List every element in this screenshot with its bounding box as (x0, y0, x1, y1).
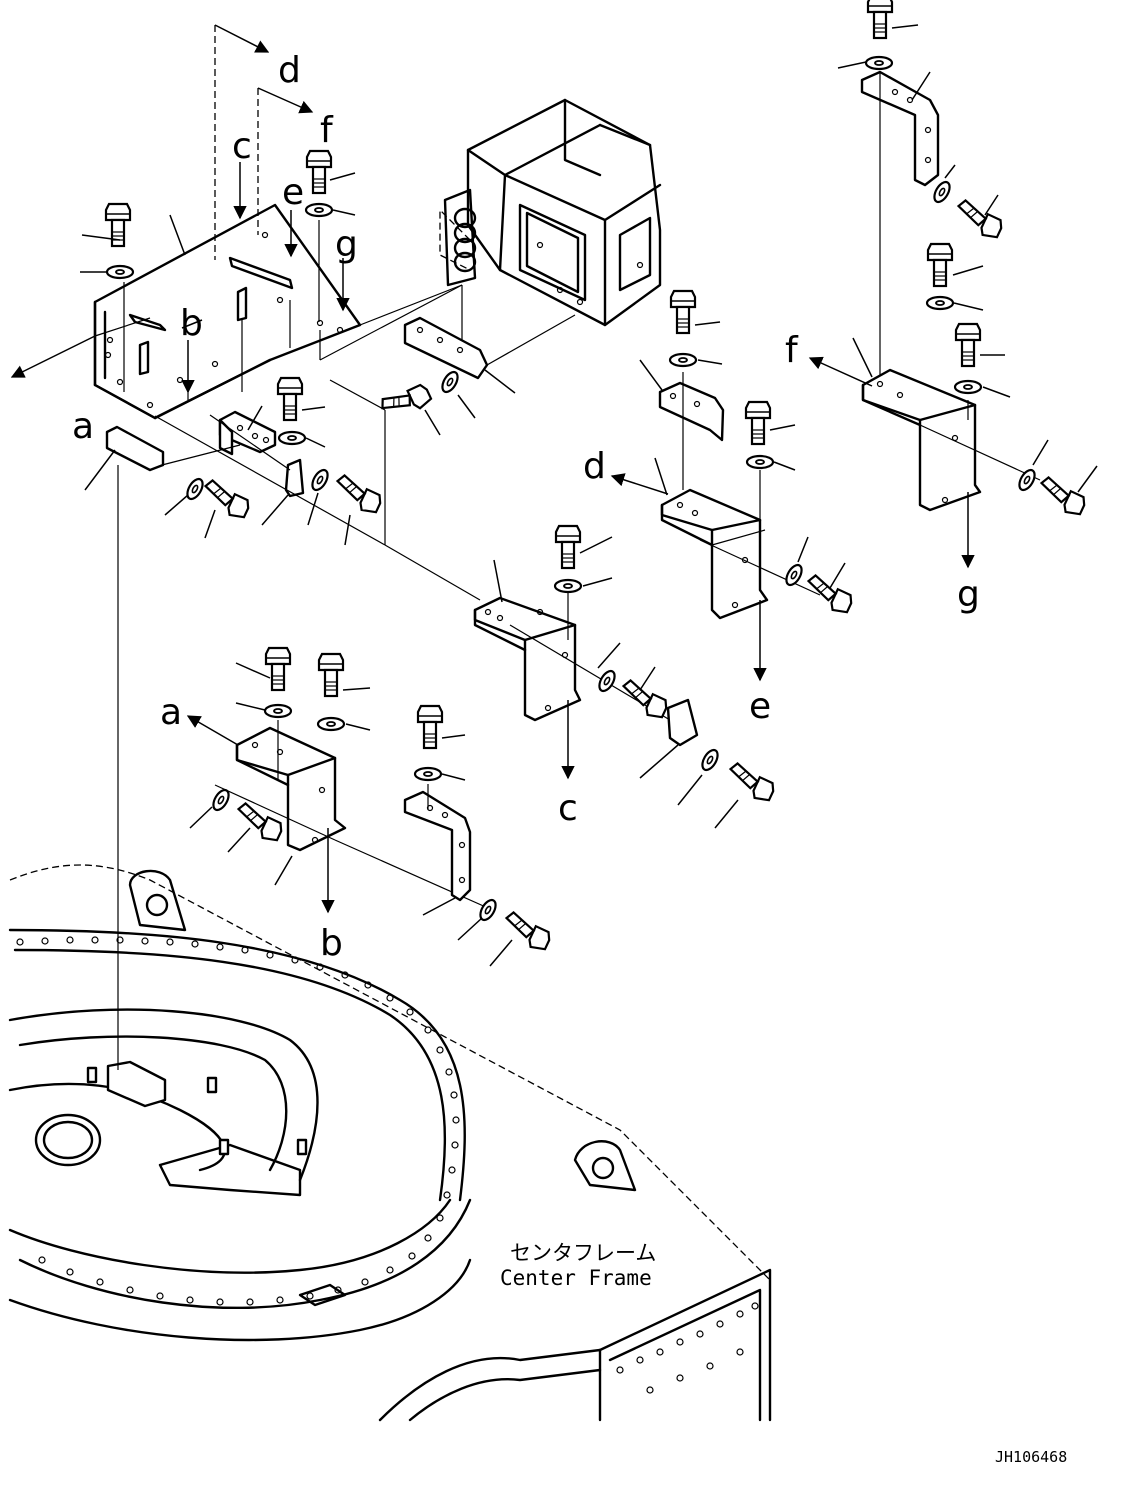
ref-letter-c-bottom: c (558, 788, 578, 829)
reference-letters: d f c e g b a a b c d e f g (72, 50, 980, 964)
bracket-c (473, 524, 779, 829)
center-frame-bolt-holes (16, 936, 759, 1394)
ref-letter-b-top: b (180, 303, 203, 344)
alignment-lines (117, 284, 481, 1070)
drawing-code: JH106468 (995, 1448, 1067, 1466)
center-frame-label-en: Center Frame (500, 1266, 652, 1290)
ref-letter-e-top: e (282, 172, 304, 213)
ref-letter-f-right: f (785, 330, 799, 371)
ref-letter-g-bottom: g (957, 574, 980, 615)
bracket-d-e (610, 289, 857, 682)
ref-letter-b-bottom: b (320, 923, 343, 964)
ref-letter-g-top: g (335, 224, 358, 265)
ref-letter-c-top: c (232, 126, 252, 167)
main-plate-fasteners (80, 149, 356, 448)
main-mounting-plate (10, 24, 362, 420)
frame-mount-block (106, 1060, 167, 1108)
center-frame (8, 864, 772, 1422)
bracket-a-b (186, 646, 489, 914)
frame-studs (86, 1066, 308, 1156)
bracket-bottom-center (403, 704, 555, 967)
ref-letter-f-top: f (320, 110, 334, 151)
top-center-mount-block (377, 98, 662, 436)
small-brackets-left (84, 405, 386, 546)
ref-letter-a-top: a (72, 406, 94, 447)
bracket-f-g (808, 0, 1098, 569)
ref-letter-a-bottom: a (160, 692, 182, 733)
center-frame-label-jp: センタフレーム (510, 1241, 656, 1265)
ref-letter-d-top: d (278, 50, 301, 91)
ref-letter-e-bottom: e (749, 686, 771, 727)
ref-letter-d-right: d (583, 446, 606, 487)
